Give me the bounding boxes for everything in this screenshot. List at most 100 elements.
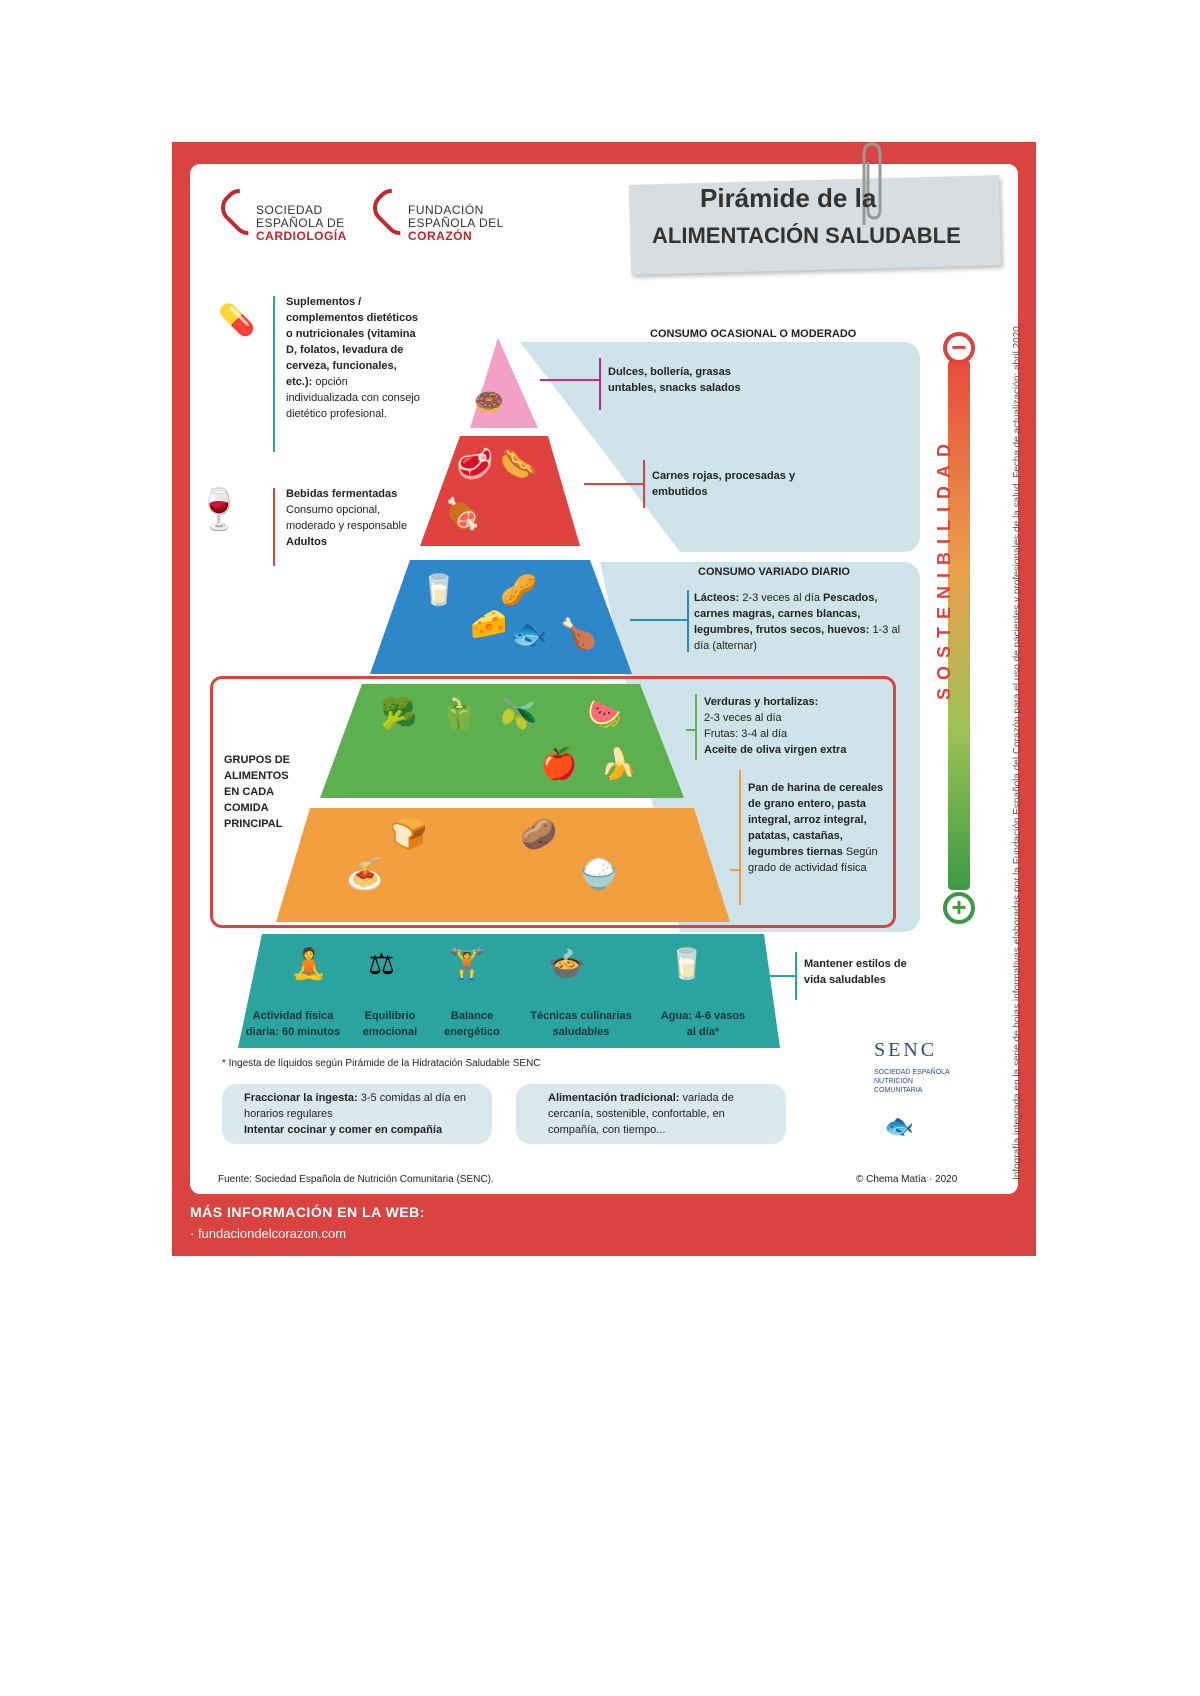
grains-text: Pan de harina de cereales de grano enter… <box>748 780 884 876</box>
tier-vegetables <box>320 684 684 798</box>
tip-left-body: 3-5 comidas al día en horarios regulares <box>244 1092 466 1120</box>
lifestyle-line: Balance <box>450 1010 494 1022</box>
yoga-icon: 🧘 <box>290 948 328 981</box>
title-line-2: ALIMENTACIÓN SALUDABLE <box>652 223 961 248</box>
sec-logo-line: CARDIOLOGÍA <box>256 229 347 243</box>
daily-label: CONSUMO VARIADO DIARIO <box>698 566 850 578</box>
lifestyle-item: Técnicas culinarias saludables <box>516 1008 646 1040</box>
lifestyle-item: Equilibrio emocional <box>350 1008 430 1040</box>
lifestyle-note: Mantener estilos de vida saludables <box>804 958 907 986</box>
source: Fuente: Sociedad Española de Nutrición C… <box>218 1174 494 1185</box>
protein-text: 1-3 al día (alternar) <box>694 624 901 652</box>
credit: © Chema Matía · 2020 <box>856 1174 958 1185</box>
lifestyle-item: Agua: 4-6 vasos al día* <box>648 1008 758 1040</box>
supplements-heading: Suplementos / complementos dietéticos o … <box>286 296 419 388</box>
meats-text: Carnes rojas, procesadas y embutidos <box>652 470 796 498</box>
olive-oil-icon: 🫒 <box>500 698 538 731</box>
lifestyle-line: diaria: 60 minutos <box>245 1026 341 1038</box>
tip-left-text: Fraccionar la ingesta: 3-5 comidas al dí… <box>244 1090 480 1138</box>
web-link[interactable]: · fundaciondelcorazon.com <box>190 1226 347 1241</box>
scale-balance-icon: ⚖ <box>368 948 395 981</box>
lifestyle-item: Actividad física diaria: 60 minutos <box>238 1008 348 1040</box>
tip-box-right <box>516 1084 786 1144</box>
plus-icon: + <box>943 892 975 924</box>
veg-line: 2-3 veces al día <box>704 712 782 724</box>
tip-left-bold: Fraccionar la ingesta: <box>244 1092 358 1104</box>
wine-icon: 🍷 <box>194 488 244 532</box>
senc-emblem-icon: 🐟 <box>884 1113 914 1140</box>
banana-icon: 🍌 <box>600 748 638 781</box>
lifestyle-line: saludables <box>552 1026 610 1038</box>
lifestyle-line: Agua: 4-6 vasos <box>660 1010 746 1022</box>
dairy-text: 2-3 veces al día <box>742 592 820 604</box>
rice-icon: 🍚 <box>580 858 618 891</box>
donut-icon: 🍩 <box>474 389 504 416</box>
lifestyle-line: Actividad física <box>252 1010 334 1022</box>
lifestyle-line: energético <box>444 1026 500 1038</box>
main-meal-label: GRUPOS DE ALIMENTOS EN CADA COMIDA PRINC… <box>224 754 291 830</box>
tier-meats <box>420 436 580 546</box>
fermented-body: Consumo opcional, moderado y responsable <box>286 504 408 532</box>
chicken-icon: 🍗 <box>560 618 598 651</box>
supplements-text: Suplementos / complementos dietéticos o … <box>286 294 420 422</box>
paperclip-icon <box>862 142 882 225</box>
sweets-text: Dulces, bollería, grasas untables, snack… <box>608 366 741 394</box>
fermented-text: Bebidas fermentadas Consumo opcional, mo… <box>286 486 420 550</box>
pill-icon: 💊 <box>218 304 256 337</box>
fec-logo: FUNDACIÓN ESPAÑOLA DEL CORAZÓN <box>408 204 504 243</box>
grains-bold: Pan de harina de cereales de grano enter… <box>748 782 884 858</box>
bread-icon: 🍞 <box>390 818 428 851</box>
veg-line: Aceite de oliva virgen extra <box>704 744 847 756</box>
tip-right-bold: Alimentación tradicional: <box>548 1092 680 1104</box>
potato-icon: 🥔 <box>520 818 558 851</box>
weighing-scale-icon: 🏋 <box>448 948 486 981</box>
protein-bold: Pescados, carnes magras, carnes blancas,… <box>694 592 878 636</box>
cheese-icon: 🧀 <box>470 608 508 641</box>
pyramid <box>238 296 797 1048</box>
nuts-icon: 🥜 <box>500 574 538 607</box>
occasional-label: CONSUMO OCASIONAL O MODERADO <box>650 328 857 340</box>
tip-box-left <box>222 1084 492 1144</box>
watermelon-icon: 🍉 <box>586 698 624 731</box>
tip-left-bold2: Intentar cocinar y comer en compañía <box>244 1124 443 1136</box>
fec-logo-line: ESPAÑOLA DEL <box>408 216 504 230</box>
broccoli-icon: 🥦 <box>380 698 418 731</box>
senc-sub: SOCIEDAD ESPAÑOLA NUTRICIÓN COMUNITARIA <box>874 1069 950 1094</box>
grains-text-body: Según grado de actividad física <box>748 846 878 874</box>
milk-icon: 🥛 <box>420 574 458 607</box>
tier-grains <box>276 808 730 922</box>
protein-eggs: huevos: <box>827 624 870 636</box>
sec-logo-line: SOCIEDAD <box>256 203 323 217</box>
fermented-heading: Bebidas fermentadas <box>286 488 398 500</box>
fish-icon: 🐟 <box>510 618 548 651</box>
cooking-pot-icon: 🍲 <box>548 948 586 981</box>
veg-line: Frutas: 3-4 al día <box>704 728 788 740</box>
pasta-icon: 🍝 <box>346 858 384 891</box>
water-glasses-icon: 🥛 <box>668 948 706 981</box>
sec-logo-line: ESPAÑOLA DE <box>256 216 345 230</box>
dairy-protein-text: Lácteos: 2-3 veces al día Pescados, carn… <box>694 590 906 654</box>
fermented-adults: Adultos <box>286 536 327 548</box>
dairy-bold: Lácteos: <box>694 592 740 604</box>
fec-logo-line: FUNDACIÓN <box>408 203 484 217</box>
footnote: * Ingesta de líquidos según Pirámide de … <box>222 1058 541 1069</box>
vegetables-text: Verduras y hortalizas: 2-3 veces al día … <box>704 694 884 758</box>
steak-icon: 🥩 <box>456 448 494 481</box>
lifestyle-line: emocional <box>362 1026 418 1038</box>
tier-dairy-protein <box>370 560 632 674</box>
salami-icon: 🍖 <box>444 498 482 531</box>
tip-right-body: variada de cercanía, sostenible, confort… <box>548 1092 734 1136</box>
tip-right-text: Alimentación tradicional: variada de cer… <box>548 1090 768 1138</box>
sec-logo: SOCIEDAD ESPAÑOLA DE CARDIOLOGÍA <box>256 204 347 243</box>
tier-sweets <box>470 338 538 428</box>
tier-lifestyle <box>238 934 780 1048</box>
lifestyle-line: al día* <box>686 1026 720 1038</box>
fec-logo-line: CORAZÓN <box>408 229 473 243</box>
lifestyle-line: Equilibrio <box>364 1010 416 1022</box>
veg-line: Verduras y hortalizas: <box>704 696 819 708</box>
lifestyle-line: Técnicas culinarias <box>530 1010 632 1022</box>
main-meal-frame <box>210 676 896 928</box>
lifestyle-item: Balance energético <box>432 1008 512 1040</box>
web-heading: MÁS INFORMACIÓN EN LA WEB: <box>190 1204 425 1220</box>
pepper-icon: 🫑 <box>440 698 478 731</box>
